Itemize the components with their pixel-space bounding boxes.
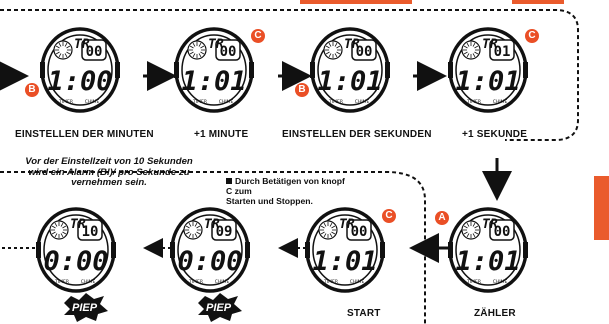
caption-start: START	[347, 308, 381, 319]
watch-seconds: 00	[86, 44, 103, 60]
start-stop-hint: Durch Betätigen von knopf C zum Starten …	[226, 176, 346, 206]
bezel-label-left: TIMER	[58, 99, 73, 105]
alarm-note-line-3: vernehmen sein.	[71, 177, 147, 189]
bezel-label-left: TIMER	[328, 99, 343, 105]
bezel-label-right: CHIME	[219, 99, 234, 105]
watch-main-display: 1:01	[181, 66, 246, 97]
watch-main-display: 1:01	[317, 66, 382, 97]
alarm-note-line-2: wird ein Alarm (Bl)/ pro Sekunde zu	[28, 166, 190, 178]
watch-top-label: TR	[70, 217, 86, 232]
bezel-label-right: CHIME	[493, 99, 508, 105]
watch-top-label: TR	[204, 217, 220, 232]
watch-seconds: 01	[494, 44, 511, 60]
watch-main-display: 0:00	[43, 246, 108, 277]
watch-seconds: 00	[494, 224, 511, 240]
bezel-label-right: CHIME	[81, 279, 96, 285]
bezel-label-left: TIMER	[188, 279, 203, 285]
bezel-label-right: CHIME	[493, 279, 508, 285]
alarm-note-line-1: Vor der Einstellzeit von 10 Sekunden	[25, 156, 193, 167]
bezel-label-right: CHIME	[355, 99, 370, 105]
alarm-note: Vor der Einstellzeit von 10 Sekunden wir…	[6, 156, 212, 189]
bezel-label-right: CHIME	[350, 279, 365, 285]
caption-plus-minute: +1 MINUTE	[194, 129, 249, 140]
watch-seconds: 00	[351, 224, 368, 240]
button-badge-b: B	[25, 83, 39, 97]
watch-main-display: 1:01	[455, 246, 520, 277]
watch-top-label: TR	[339, 217, 355, 232]
button-badge-a: A	[435, 211, 449, 225]
watch-main-display: 1:00	[47, 66, 112, 97]
watch-main-display: 1:01	[455, 66, 520, 97]
caption-set-seconds: EINSTELLEN DER SEKUNDEN	[282, 129, 432, 140]
bezel-label-left: TIMER	[466, 279, 481, 285]
caption-set-minutes: EINSTELLEN DER MINUTEN	[15, 129, 154, 140]
watch-seconds: 10	[82, 224, 99, 240]
bezel-label-right: CHIME	[85, 99, 100, 105]
watch-top-label: TR	[344, 37, 360, 52]
button-badge-b: B	[295, 83, 309, 97]
hint-line-2: Starten und Stoppen.	[226, 196, 313, 206]
watch-main-display: 1:01	[312, 246, 377, 277]
piep-label-1: PIEP	[72, 302, 98, 314]
bezel-label-left: TIMER	[54, 279, 69, 285]
watch-seconds: 00	[220, 44, 237, 60]
watch-top-label: TR	[74, 37, 90, 52]
caption-counter: ZÄHLER	[474, 308, 516, 319]
button-badge-c: C	[251, 29, 265, 43]
watch-top-label: TR	[482, 217, 498, 232]
top-tab-right	[512, 0, 564, 4]
bezel-label-left: TIMER	[323, 279, 338, 285]
piep-label-2: PIEP	[206, 302, 232, 314]
bezel-label-left: TIMER	[192, 99, 207, 105]
watch-seconds: 00	[356, 44, 373, 60]
hint-line-1: Durch Betätigen von knopf C zum	[226, 176, 345, 196]
piep-burst-1	[64, 293, 108, 322]
bullet-square	[226, 178, 232, 184]
button-badge-c: C	[525, 29, 539, 43]
watch-top-label: TR	[208, 37, 224, 52]
side-tab	[594, 176, 609, 240]
piep-burst-2	[198, 293, 242, 322]
bezel-label-left: TIMER	[466, 99, 481, 105]
bezel-label-right: CHIME	[215, 279, 230, 285]
button-badge-c: C	[382, 209, 396, 223]
caption-plus-second: +1 SEKUNDE	[462, 129, 528, 140]
watch-top-label: TR	[482, 37, 498, 52]
watch-seconds: 09	[216, 224, 233, 240]
watch-main-display: 0:00	[177, 246, 242, 277]
top-tab-left	[300, 0, 412, 4]
